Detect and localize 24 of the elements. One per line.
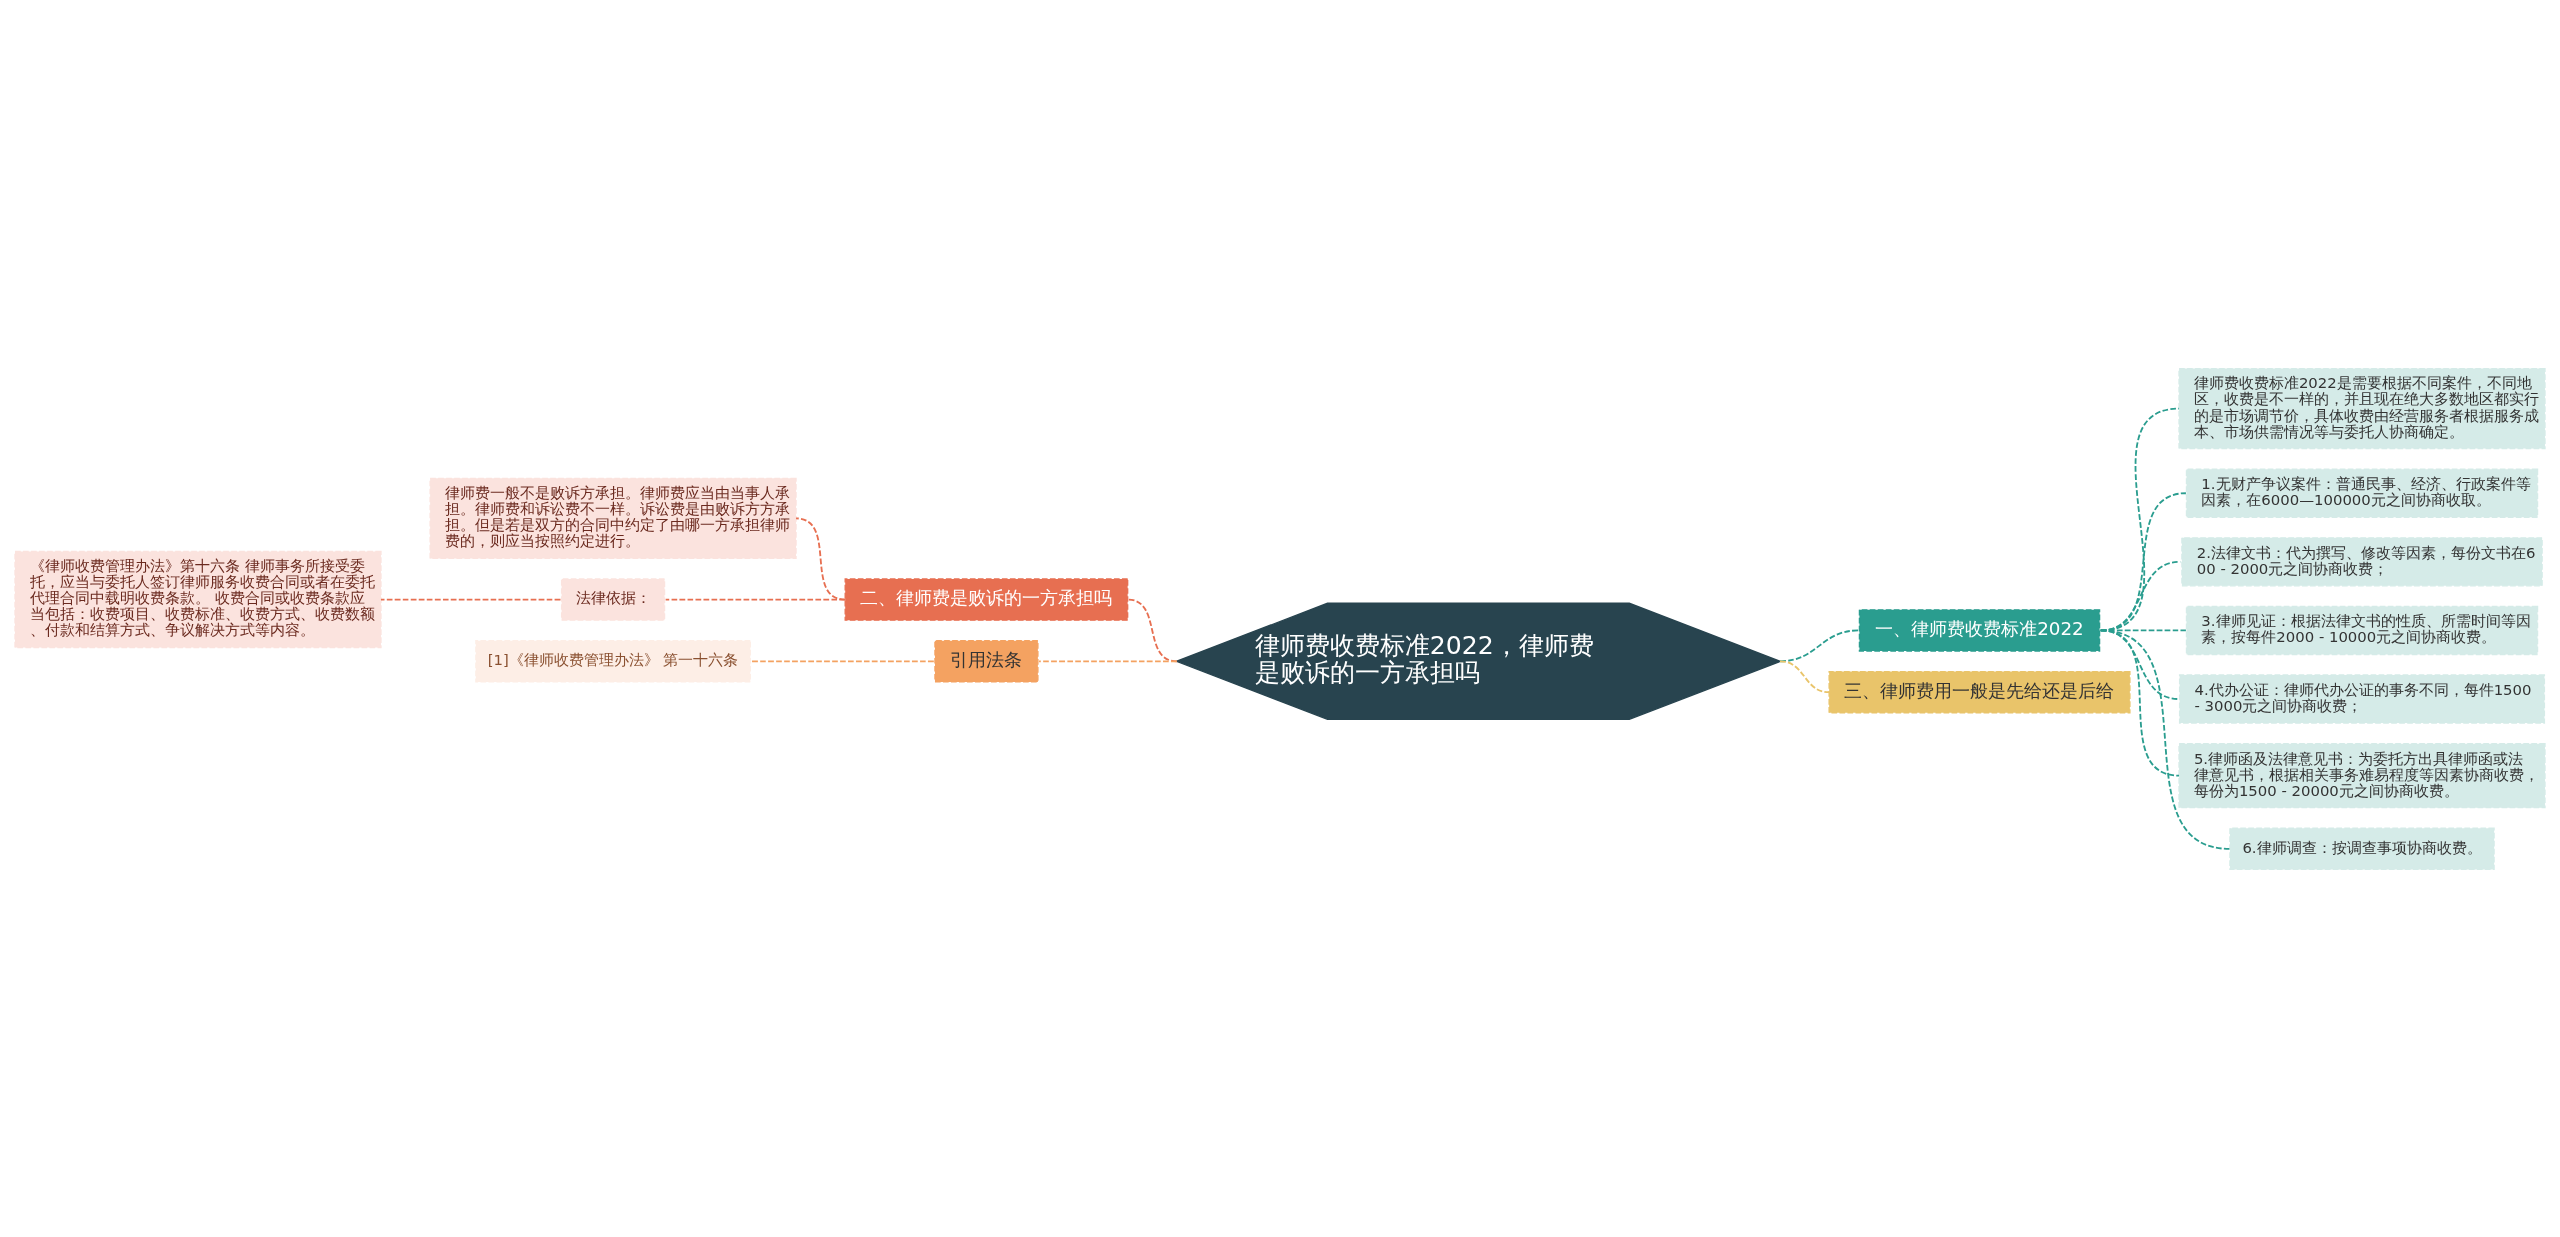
connector [1779, 629, 1860, 662]
node-box: 2.法律文书：代为撰写、修改等因素，每份文书在600 - 2000元之间协商收费； [2181, 536, 2543, 587]
node-box: 6.律师调查：按调查事项协商收费。 [2229, 827, 2495, 870]
connector [1038, 659, 1178, 662]
connector [2099, 629, 2231, 850]
node-box: 法律依据： [560, 577, 666, 621]
node-box: [1]《律师收费管理办法》 第一十六条 [475, 639, 751, 683]
node-box: 三、律师费用一般是先给还是后给 [1828, 670, 2131, 713]
node-box: 3.律师见证：根据法律文书的性质、所需时间等因素，按每件2000 - 10000元之间协商收费。 [2185, 605, 2539, 655]
node-box: 律师费收费标准2022是需要根据不同案件，不同地区，收费是不一样的，并且现在绝大多数地区都实行的是市场调节价，具体收费由经营服务者根据服务成本、市场供需情况等与委托人协商确定。 [2178, 367, 2546, 449]
connector [2099, 407, 2180, 631]
node-box: 引用法条 [934, 639, 1039, 683]
connector [380, 598, 562, 600]
node-box: 律师费一般不是败诉方承担。律师费应当由当事人承担。律师费和诉讼费不一样。诉讼费是由败诉方方承担。但是若是双方的合同中约定了由哪一方承担律师费的，则应当按照约定进行。 [429, 477, 797, 559]
connector [664, 598, 847, 600]
connector [750, 659, 935, 662]
node-box: 二、律师费是败诉的一方承担吗 [844, 577, 1129, 621]
node-box: 4.代办公证：律师代办公证的事务不同，每件1500 - 3000元之间协商收费； [2178, 673, 2546, 724]
node-box: 1.无财产争议案件：普通民事、经济、行政案件等因素，在6000—100000元之间协商收取。 [2185, 468, 2539, 518]
connector [2099, 491, 2187, 631]
connector [1779, 659, 1831, 693]
node-box: 一、律师费收费标准2022 [1858, 608, 2101, 652]
node-box: 《律师收费管理办法》第十六条 律师事务所接受委托，应当与委托人签订律师服务收费合同或者在委托代理合同中载明收费条款。 收费合同或收费条款应当包括：收费项目、收费标准、收费方式、收费数额、付款和结算方式、争议解决方式等内容。 [14, 550, 382, 648]
node-box: 5.律师函及法律意见书：为委托方出具律师函或法律意见书，根据相关事务难易程度等因素协商收费，每份为1500 - 20000元之间协商收费。 [2178, 742, 2546, 808]
